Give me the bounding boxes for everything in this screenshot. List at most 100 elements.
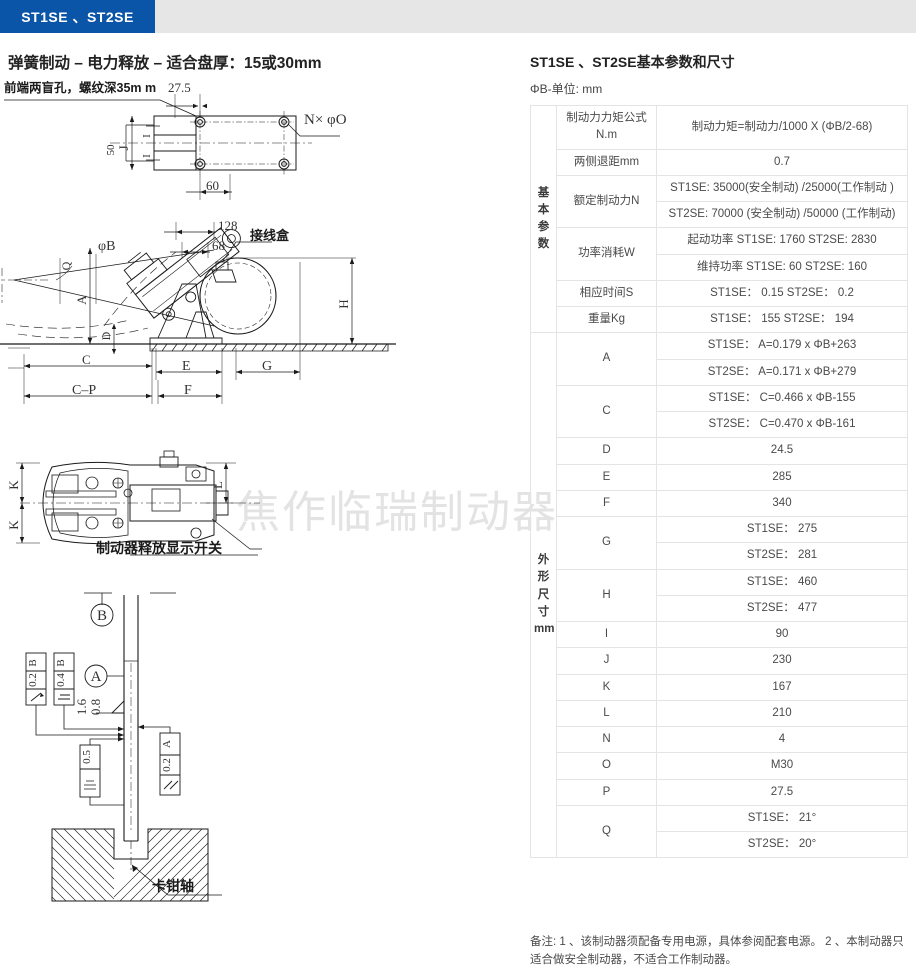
frame1-value: 0.2: [27, 673, 39, 687]
row-label: 相应时间S: [556, 279, 657, 308]
dim-k-lower: K: [6, 520, 21, 530]
row-value: 90: [656, 620, 908, 649]
dim-q-angle: Q: [59, 261, 73, 270]
roughness-1-6: 1.6: [74, 698, 89, 715]
spec-panel: ST1SE 、ST2SE基本参数和尺寸 ΦB-单位: mm 基本参数制动力力矩公…: [516, 33, 916, 966]
drawings-panel: 弹簧制动 – 电力释放 – 适合盘厚：15或30mm 焦作临瑞制动器: [0, 33, 556, 944]
row-label: Q: [556, 804, 657, 859]
row-label: 重量Kg: [556, 305, 657, 334]
row-value: M30: [656, 752, 908, 780]
row-label: L: [556, 699, 657, 728]
frame1-datum: B: [27, 659, 39, 666]
callout-n-phi-o: N× φO: [304, 112, 347, 128]
row-value: 340: [656, 489, 908, 518]
dim-60: 60: [206, 178, 219, 193]
row-value: ST1SE： 460: [656, 568, 908, 596]
product-tab-st1se-st2se[interactable]: ST1SE 、ST2SE: [0, 0, 155, 33]
section-label-basic-params: 基本参数: [530, 104, 557, 334]
row-label: 功率消耗W: [556, 227, 657, 281]
gdt-tolerance-drawing: B A B 0.2 B 0.4 0.5 A 0.2 1.6 0.8 卡钳轴: [0, 583, 400, 913]
spec-table-title: ST1SE 、ST2SE基本参数和尺寸: [530, 54, 735, 70]
roughness-0-8: 0.8: [88, 699, 103, 715]
dim-e: E: [182, 359, 191, 374]
table-row: ST2SE： 477: [531, 594, 908, 623]
dim-phi-b: φB: [98, 239, 115, 254]
row-value: ST1SE： A=0.179 x ΦB+263: [656, 332, 908, 360]
row-label: N: [556, 725, 657, 754]
row-label: A: [556, 332, 657, 386]
dim-f: F: [184, 383, 192, 398]
dim-j: J: [116, 145, 131, 150]
dim-k-upper: K: [6, 480, 21, 490]
row-value: 制动力矩=制动力/1000 X (ΦB/2-68): [656, 105, 908, 150]
dim-68: 68: [212, 238, 225, 253]
row-value: ST1SE: 35000(安全制动) /25000(工作制动 ): [656, 174, 908, 203]
row-value: ST1SE： 275: [656, 515, 908, 544]
table-row: ST2SE： C=0.470 x ΦB-161: [531, 410, 908, 439]
product-tab-label: ST1SE 、ST2SE: [21, 8, 134, 25]
dim-h: H: [336, 299, 351, 308]
row-label: 两侧退距mm: [556, 148, 657, 176]
datum-a-symbol: A: [91, 669, 102, 685]
row-value: ST2SE： A=0.171 x ΦB+279: [656, 358, 908, 386]
row-value: ST2SE： 20°: [656, 830, 908, 859]
frame3-value: 0.5: [81, 750, 93, 764]
row-value: 24.5: [656, 437, 908, 465]
row-value: ST2SE: 70000 (安全制动) /50000 (工作制动): [656, 200, 908, 229]
row-value: 27.5: [656, 778, 908, 806]
dim-c: C: [82, 352, 91, 367]
dim-d: D: [99, 331, 113, 340]
row-label: C: [556, 384, 657, 439]
frame4-value: 0.2: [161, 758, 173, 772]
row-value: 167: [656, 673, 908, 701]
row-value: 4: [656, 725, 908, 754]
row-label: 额定制动力N: [556, 174, 657, 229]
row-value: ST1SE： C=0.466 x ΦB-155: [656, 384, 908, 413]
row-label: J: [556, 647, 657, 675]
dim-hole-inner: 50: [105, 144, 117, 156]
row-label: G: [556, 516, 657, 570]
row-label: F: [556, 489, 657, 518]
table-row: 维持功率 ST1SE: 60 ST2SE: 160: [531, 253, 908, 281]
row-value: ST2SE： 477: [656, 594, 908, 623]
row-value: ST1SE： 21°: [656, 804, 908, 833]
spec-table-footnote: 备注: 1 、该制动器须配备专用电源，具体参阅配套电源。 2 、本制动器只适合做…: [530, 936, 904, 967]
side-elevation-drawing: φB 128 68 Q A D H C E G C–P F 接线盒: [0, 208, 400, 438]
row-label: P: [556, 778, 657, 806]
dim-g: G: [262, 359, 272, 374]
row-label: D: [556, 437, 657, 465]
row-value: 230: [656, 647, 908, 675]
row-value: ST2SE： 281: [656, 542, 908, 570]
junction-box-label: 接线盒: [250, 228, 290, 243]
frame2-value: 0.4: [55, 673, 67, 687]
row-label: I: [556, 620, 657, 649]
row-value: 维持功率 ST1SE: 60 ST2SE: 160: [656, 253, 908, 281]
frame4-datum: A: [161, 740, 173, 748]
spec-unit-note: ΦB-单位: mm: [530, 82, 603, 96]
caliper-shaft-label: 卡钳轴: [152, 878, 194, 894]
table-row: ST2SE: 70000 (安全制动) /50000 (工作制动): [531, 200, 908, 229]
table-row: ST2SE： A=0.171 x ΦB+279: [531, 358, 908, 386]
row-value: 0.7: [656, 148, 908, 176]
row-label: K: [556, 673, 657, 701]
top-view-note: 前端两盲孔，螺纹深35m m: [4, 80, 156, 95]
